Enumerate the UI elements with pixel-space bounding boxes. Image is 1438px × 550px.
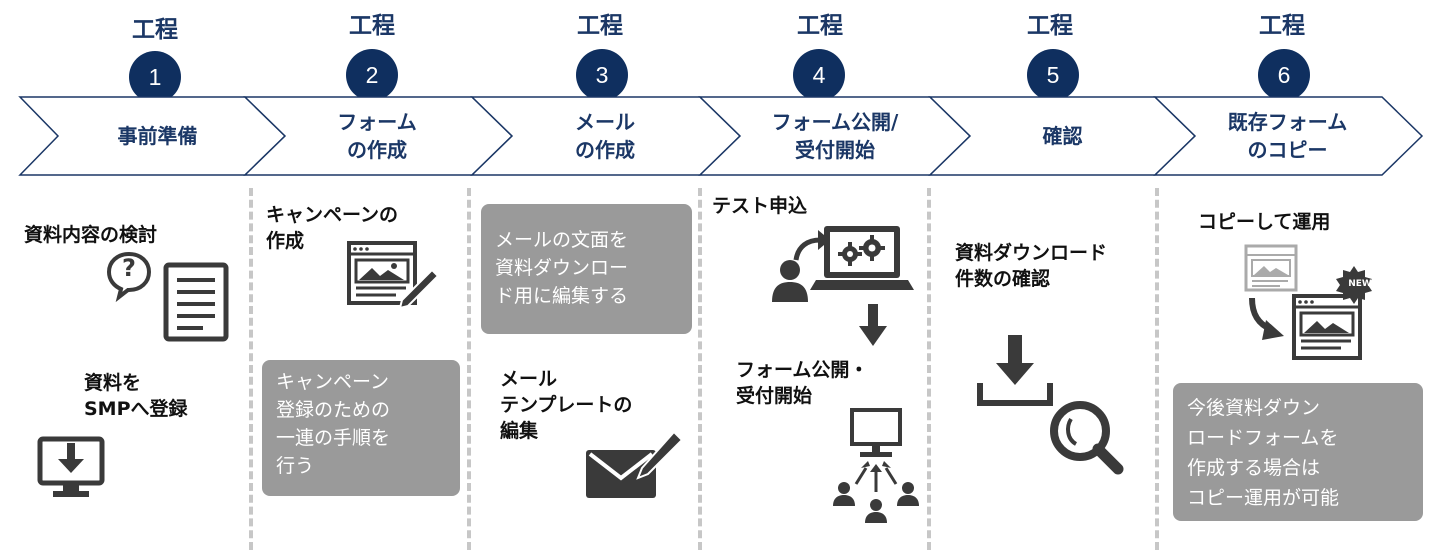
col2-task-campaign: キャンペーンの 作成 <box>266 202 398 254</box>
col1-task-review: 資料内容の検討 <box>24 224 158 246</box>
col3-note: メールの文面を 資料ダウンロー ド用に編集する <box>481 204 692 334</box>
col1-task-register: 資料を SMPへ登録 <box>84 370 188 422</box>
title-line: のコピー <box>1247 138 1328 162</box>
note-line: 登録のための <box>276 399 391 421</box>
title-line: 確認 <box>1042 124 1083 148</box>
task-line: 件数の確認 <box>955 268 1051 290</box>
step-label: 工程 <box>349 13 395 39</box>
step-title-1: 事前準備 <box>70 100 245 172</box>
title-line: の作成 <box>575 138 635 162</box>
copy-webpage-icon <box>1244 244 1372 360</box>
document-icon <box>163 262 229 342</box>
column-divider <box>467 188 471 550</box>
arrow-down-icon <box>859 304 887 346</box>
title-line: 受付開始 <box>795 138 875 162</box>
step-number: 4 <box>793 49 845 101</box>
step-label: 工程 <box>577 13 623 39</box>
note-line: キャンペーン <box>276 371 390 393</box>
task-line: フォーム公開・ <box>736 359 869 381</box>
mail-edit-icon <box>586 430 684 498</box>
step-title-3: メール の作成 <box>520 100 690 172</box>
step-label: 工程 <box>132 17 178 43</box>
task-line: メール <box>500 368 558 390</box>
note-line: ロードフォームを <box>1187 427 1339 449</box>
step-number: 2 <box>346 49 398 101</box>
task-line: SMPへ登録 <box>84 398 188 420</box>
note-line: 今後資料ダウン <box>1187 397 1321 419</box>
title-line: 既存フォーム <box>1227 110 1348 134</box>
title-line: フォーム <box>337 110 417 134</box>
task-line: テンプレートの <box>500 394 633 416</box>
laptop-settings-icon <box>772 226 914 302</box>
note-line: 行う <box>276 455 315 477</box>
col5-task-check: 資料ダウンロード 件数の確認 <box>955 240 1107 292</box>
col6-note: 今後資料ダウン ロードフォームを 作成する場合は コピー運用が可能 <box>1173 383 1423 521</box>
step-number: 6 <box>1258 49 1310 101</box>
web-edit-icon <box>347 241 440 310</box>
step-number: 5 <box>1027 49 1079 101</box>
network-users-icon <box>833 408 919 523</box>
task-line: 資料ダウンロード <box>955 242 1108 264</box>
col2-note: キャンペーン 登録のための 一連の手順を 行う <box>262 360 460 496</box>
title-line: 事前準備 <box>117 124 198 148</box>
title-line: の作成 <box>347 138 407 162</box>
download-monitor-icon <box>37 436 105 497</box>
step-title-5: 確認 <box>975 100 1150 172</box>
task-line: 受付開始 <box>736 385 813 407</box>
col4-task-test: テスト申込 <box>712 195 808 217</box>
step-number: 3 <box>576 49 628 101</box>
question-bubble-icon <box>106 251 152 303</box>
column-divider <box>249 188 253 550</box>
title-line: メール <box>575 110 635 134</box>
step-label: 工程 <box>1259 13 1305 39</box>
note-line: 資料ダウンロー <box>495 257 629 279</box>
note-line: ド用に編集する <box>495 285 629 307</box>
step-label: 工程 <box>797 13 843 39</box>
step-title-6: 既存フォーム のコピー <box>1200 100 1375 172</box>
download-search-icon <box>977 335 1124 475</box>
step-title-4: フォーム公開/ 受付開始 <box>740 100 930 172</box>
column-divider <box>1155 188 1159 550</box>
task-line: 作成 <box>266 230 305 252</box>
question-mark: ? <box>122 254 136 282</box>
task-line: 編集 <box>500 420 539 442</box>
col6-task-copy: コピーして運用 <box>1198 211 1331 233</box>
task-line: キャンペーンの <box>266 204 399 226</box>
col4-task-publish: フォーム公開・ 受付開始 <box>736 357 868 409</box>
step-label: 工程 <box>1027 13 1073 39</box>
col3-task-template: メール テンプレートの 編集 <box>500 366 632 444</box>
task-line: 資料を <box>84 372 142 394</box>
note-line: コピー運用が可能 <box>1187 487 1340 509</box>
title-line: フォーム公開/ <box>771 110 899 134</box>
step-number: 1 <box>129 51 181 103</box>
new-badge: NEW <box>1348 279 1372 289</box>
chevron-6 <box>1153 96 1424 176</box>
column-divider <box>698 188 702 550</box>
note-line: 一連の手順を <box>276 427 391 449</box>
column-divider <box>927 188 931 550</box>
note-line: メールの文面を <box>495 229 629 251</box>
process-chevrons <box>18 96 1424 176</box>
step-title-2: フォーム の作成 <box>292 100 462 172</box>
note-line: 作成する場合は <box>1187 457 1321 479</box>
